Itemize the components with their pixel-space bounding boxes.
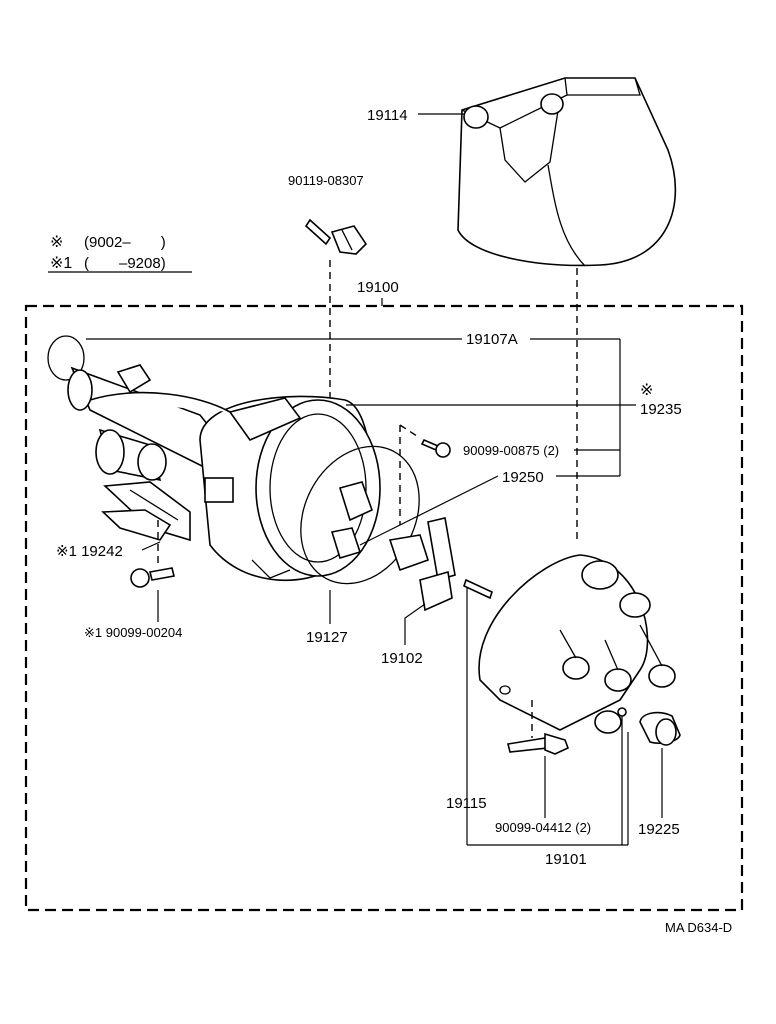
label-90099-00875: 90099-00875 (2) [463,443,559,458]
cap-wire-plug [639,711,681,746]
label-19127: 19127 [306,629,348,646]
label-19225: 19225 [638,821,680,838]
label-19102: 19102 [381,650,423,667]
legend-mark-2: ※1 [50,255,72,272]
legend-text-1: (9002– ) [84,234,166,251]
label-19101: 19101 [545,851,587,868]
cap-stud-19115 [463,578,493,600]
screw-90099-00875 [420,438,451,458]
label-90119-08307: 90119-08307 [288,173,364,188]
label-19100: 19100 [357,279,399,296]
label-19250: 19250 [502,469,544,486]
label-19235: 19235 [640,401,682,418]
label-90099-04412: 90099-04412 (2) [495,820,591,835]
dash-screw-00875-b [399,424,421,439]
label-19242: ※1 19242 [56,543,123,560]
bolt-90119-08307 [304,218,368,255]
assembly-box-19100 [24,304,744,912]
pickup-coil [330,481,374,559]
screw-90099-00204 [130,567,175,588]
distributor-housing [67,364,381,582]
distributor-cover [457,77,677,267]
diagram-code: MA D634-D [665,920,732,935]
label-90099-00204: ※1 90099-00204 [84,625,182,640]
leader-19242 [141,541,161,551]
legend-text-2: ( –9208) [84,255,166,272]
o-ring [47,335,85,381]
label-19235-mark: ※ [640,382,653,399]
label-19107A: 19107A [466,331,518,348]
bracket-19242 [101,481,191,542]
leader-19102 [404,603,426,645]
rotor [388,517,456,612]
label-19115: 19115 [446,795,487,812]
legend-mark-1: ※ [50,234,63,251]
label-19114: 19114 [367,107,408,124]
distributor-cap [478,554,676,734]
leader-19250 [359,475,499,546]
bolt-90099-04412 [507,732,570,755]
